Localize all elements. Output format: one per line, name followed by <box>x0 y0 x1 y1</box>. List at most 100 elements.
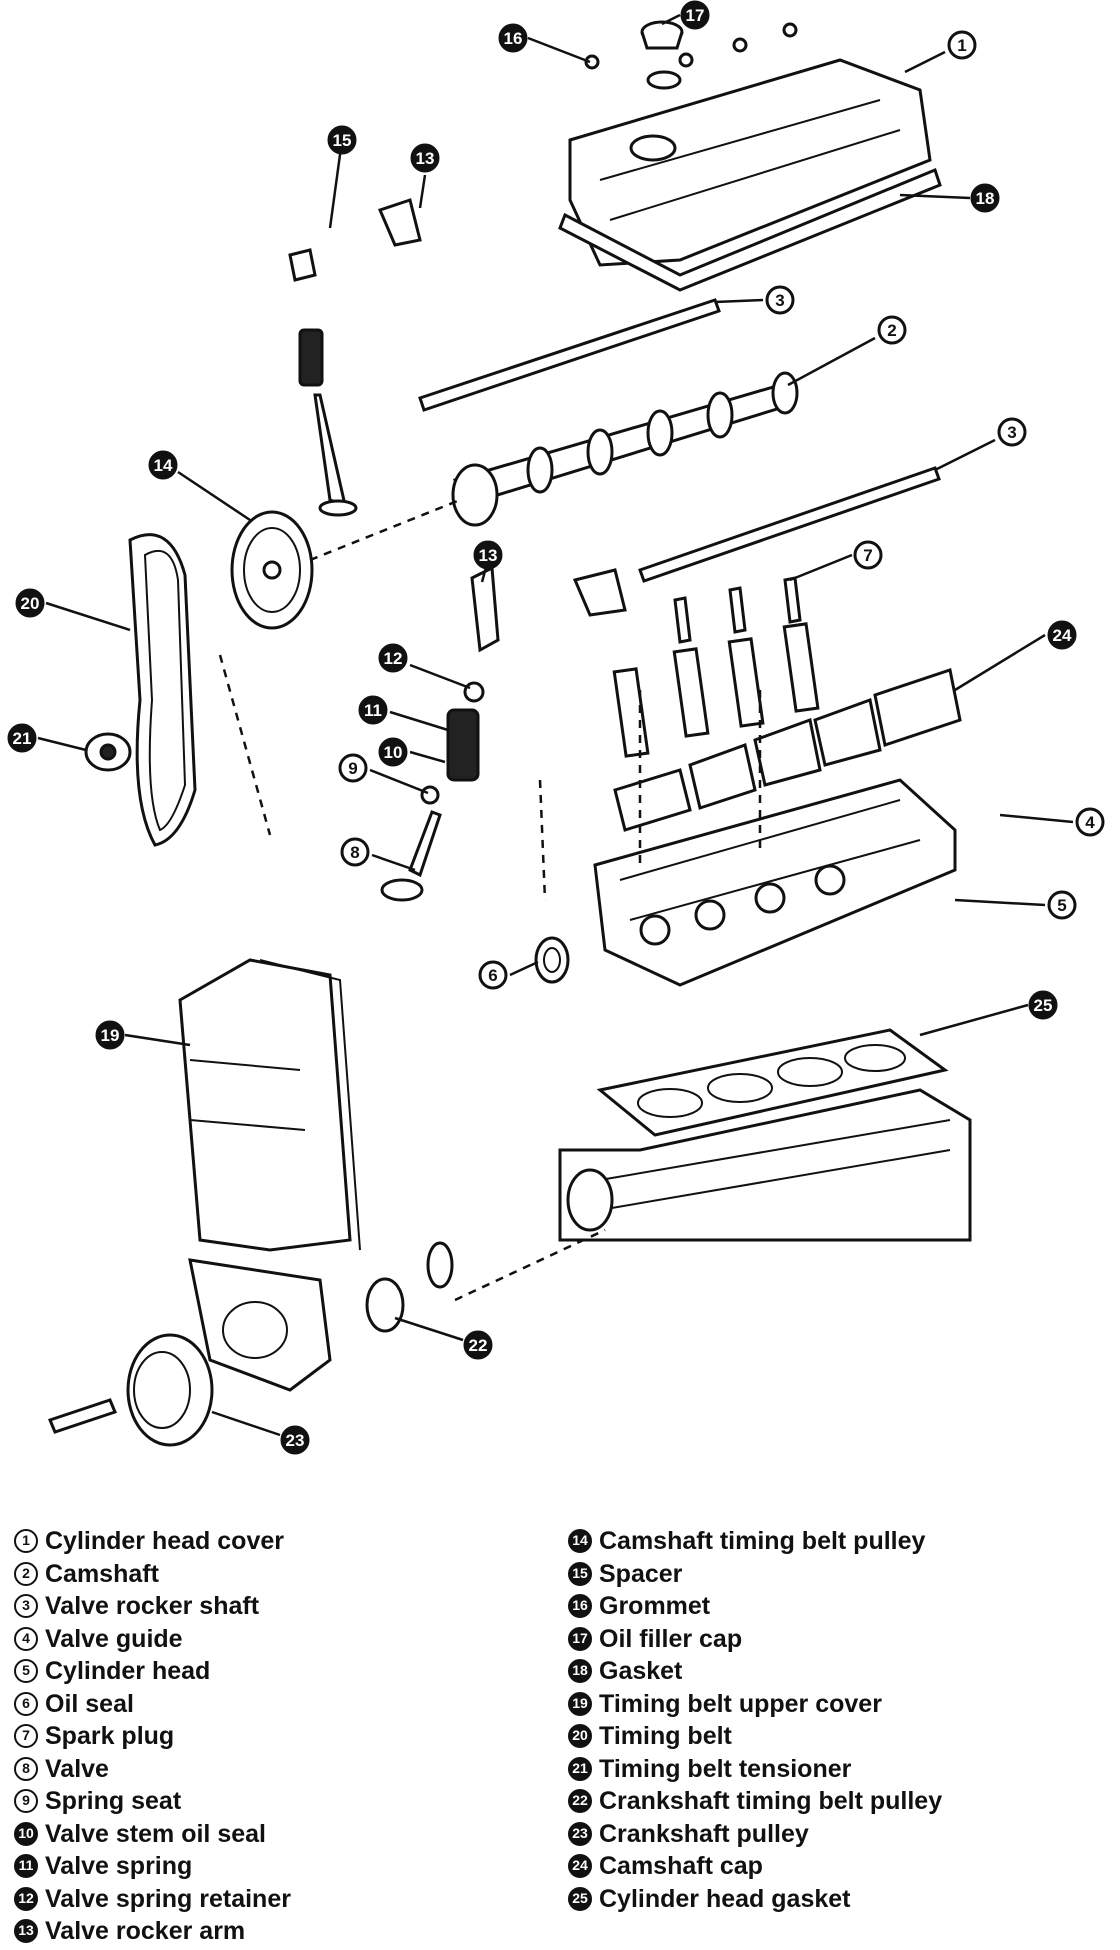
callout-13: 13 <box>410 143 440 173</box>
exploded-engine-diagram: 1 2 3 3 4 5 6 7 8 9 10 11 12 13 13 14 15… <box>7 0 1105 1455</box>
legend-label: Spring seat <box>45 1787 182 1815</box>
svg-text:22: 22 <box>469 1336 488 1355</box>
callout-13: 13 <box>473 540 503 570</box>
alignment-line <box>454 1228 606 1302</box>
svg-text:18: 18 <box>976 189 995 208</box>
legend-number: 15 <box>568 1561 592 1586</box>
svg-text:2: 2 <box>887 321 896 340</box>
svg-text:3: 3 <box>775 291 784 310</box>
legend-number: 3 <box>14 1594 38 1619</box>
timing-belt-tensioner <box>84 732 132 772</box>
legend-item: 15 Spacer <box>568 1558 942 1591</box>
legend-item: 12 Valve spring retainer <box>14 1883 291 1916</box>
timing-belt <box>128 533 197 847</box>
callout-9: 9 <box>338 753 368 783</box>
svg-text:12: 12 <box>384 649 403 668</box>
legend-item: 18 Gasket <box>568 1655 942 1688</box>
legend-label: Camshaft timing belt pulley <box>599 1527 926 1555</box>
legend-label: Spark plug <box>45 1722 175 1750</box>
legend-item: 21 Timing belt tensioner <box>568 1753 942 1786</box>
svg-text:6: 6 <box>488 966 497 985</box>
callout-7: 7 <box>853 540 883 570</box>
callout-21: 21 <box>7 723 37 753</box>
oil-seal <box>534 936 570 984</box>
legend-label: Grommet <box>599 1592 711 1620</box>
svg-text:4: 4 <box>1085 813 1095 832</box>
legend-right-column: 14 Camshaft timing belt pulley 15 Spacer 1… <box>568 1525 942 1915</box>
legend-item: 1 Cylinder head cover <box>14 1525 291 1558</box>
cylinder-head-gasket <box>596 1028 949 1137</box>
svg-text:13: 13 <box>479 546 498 565</box>
svg-text:25: 25 <box>1034 996 1053 1015</box>
svg-text:14: 14 <box>154 456 173 475</box>
legend-number: 25 <box>568 1886 592 1911</box>
legend-number: 19 <box>568 1691 592 1716</box>
callout-2: 2 <box>877 315 907 345</box>
legend-label: Crankshaft timing belt pulley <box>599 1787 943 1815</box>
svg-text:3: 3 <box>1007 423 1016 442</box>
svg-text:1: 1 <box>957 36 966 55</box>
valve-assembly-lower <box>380 565 500 902</box>
svg-text:5: 5 <box>1057 896 1066 915</box>
grommets <box>584 22 798 70</box>
svg-text:23: 23 <box>286 1431 305 1450</box>
legend-number: 13 <box>14 1919 38 1944</box>
legend-label: Spacer <box>599 1559 683 1588</box>
legend-label: Gasket <box>599 1657 683 1685</box>
cylinder-head-cover <box>558 58 942 292</box>
legend-item: 7 Spark plug <box>14 1720 291 1753</box>
callout-17: 17 <box>680 0 710 30</box>
callout-8: 8 <box>340 837 370 867</box>
callout-5: 5 <box>1047 890 1077 920</box>
legend-item: 19 Timing belt upper cover <box>568 1688 942 1721</box>
crankshaft-timing-belt-pulley <box>365 1241 454 1333</box>
callout-23: 23 <box>280 1425 310 1455</box>
callout-11: 11 <box>358 695 388 725</box>
legend-number: 12 <box>14 1886 38 1911</box>
timing-belt-upper-cover <box>178 958 361 1252</box>
legend-item: 14 Camshaft timing belt pulley <box>568 1525 942 1558</box>
valve-assembly-upper <box>288 248 358 517</box>
callout-12: 12 <box>378 643 408 673</box>
legend-label: Timing belt <box>599 1722 732 1750</box>
legend-number: 16 <box>568 1594 592 1619</box>
legend-label: Valve spring retainer <box>45 1884 291 1913</box>
callout-15: 15 <box>327 125 357 155</box>
legend-number: 2 <box>14 1561 38 1586</box>
camshaft-timing-belt-pulley <box>230 510 314 630</box>
camshaft-caps <box>613 668 962 832</box>
legend-number: 7 <box>14 1724 38 1749</box>
svg-text:16: 16 <box>504 29 523 48</box>
legend-number: 6 <box>14 1691 38 1716</box>
leader-lines <box>37 13 1074 1437</box>
callout-22: 22 <box>463 1330 493 1360</box>
legend-label: Timing belt upper cover <box>599 1689 882 1718</box>
legend-label: Timing belt tensioner <box>599 1754 852 1783</box>
callout-16: 16 <box>498 23 528 53</box>
legend-number: 4 <box>14 1626 38 1651</box>
legend-label: Cylinder head <box>45 1657 211 1685</box>
legend-number: 1 <box>14 1529 38 1554</box>
legend-number: 18 <box>568 1659 592 1684</box>
timing-belt-lower-cover <box>188 1258 332 1392</box>
legend-label: Valve rocker arm <box>45 1917 246 1945</box>
callout-6: 6 <box>478 960 508 990</box>
legend-item: 16 Grommet <box>568 1590 942 1623</box>
legend-number: 21 <box>568 1756 592 1781</box>
legend-label: Cylinder head cover <box>45 1527 284 1555</box>
legend-label: Valve spring <box>45 1852 193 1880</box>
legend-label: Crankshaft pulley <box>599 1819 809 1848</box>
svg-text:20: 20 <box>21 594 40 613</box>
legend-label: Oil filler cap <box>599 1624 743 1653</box>
svg-text:17: 17 <box>686 6 705 25</box>
legend-number: 14 <box>568 1529 592 1554</box>
